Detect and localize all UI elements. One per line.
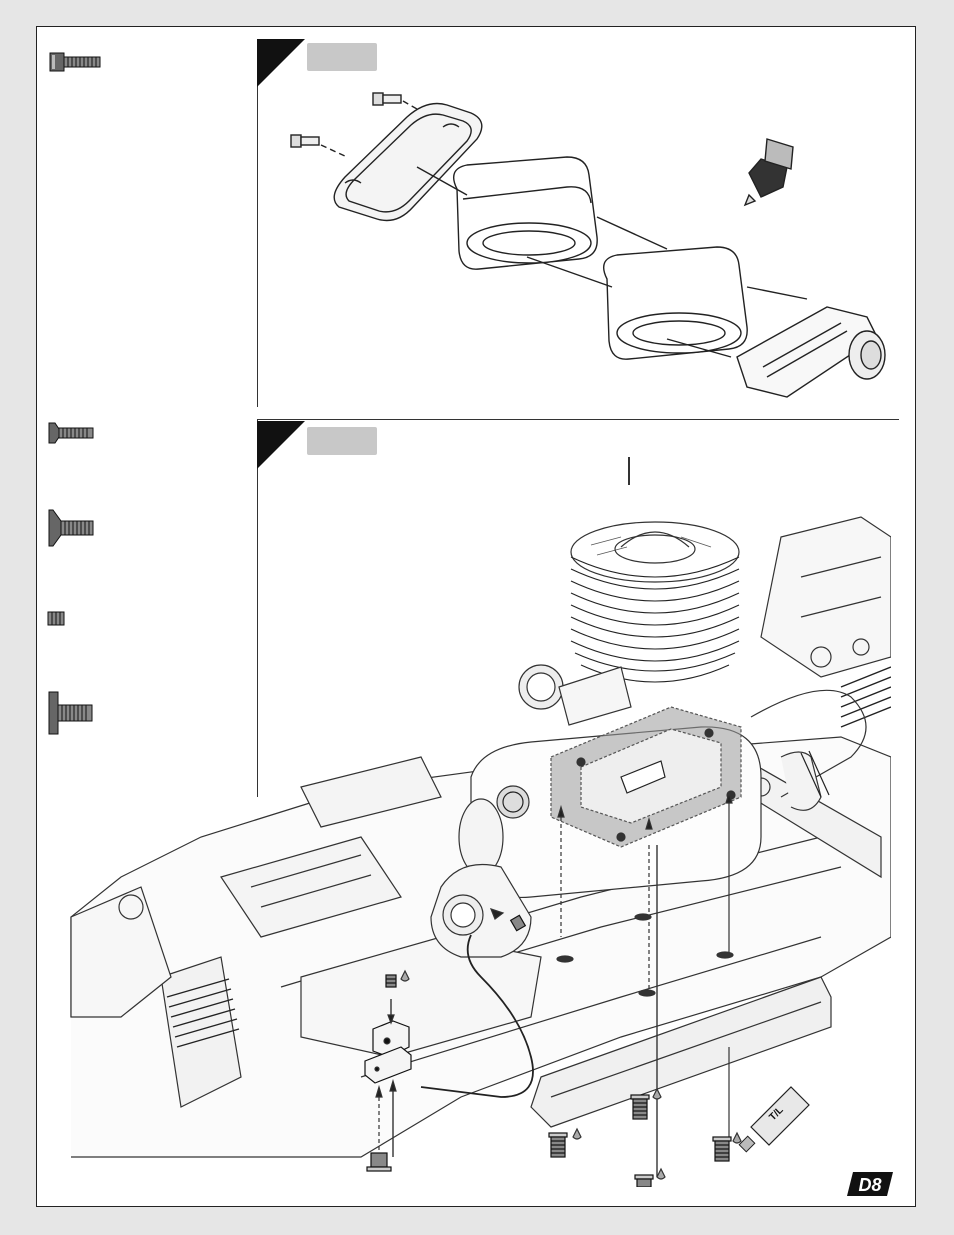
column-divider-bottom (257, 419, 258, 797)
step-divider (257, 419, 899, 420)
engine-mount-assembly-illustration: T/L (70, 457, 891, 1187)
air-filter-assembly-illustration (290, 92, 886, 398)
screw-under-plate-2-icon (630, 1094, 650, 1120)
flat-head-screw-small-icon (47, 421, 97, 445)
brand-logo: D8 (845, 1170, 895, 1198)
screw-under-plate-4-icon (712, 1136, 732, 1162)
set-screw-icon (47, 611, 67, 627)
step-2-badge (307, 427, 377, 455)
step-1-corner-marker (257, 39, 305, 87)
step-1-badge (307, 43, 377, 71)
column-divider-top (257, 39, 258, 407)
brand-logo-text: D8 (858, 1175, 881, 1195)
screw-under-plate-1-icon (548, 1132, 568, 1158)
screw-upper-icon (372, 92, 402, 106)
step-2-corner-marker (257, 421, 305, 469)
screw-under-block-icon (366, 1152, 392, 1172)
threadlock-tube-icon: T/L (738, 1086, 810, 1153)
glue-bottle-icon (743, 138, 794, 207)
cap-head-screw-icon (49, 51, 103, 73)
screw-under-plate-3-icon (634, 1174, 654, 1187)
manual-page: T/L D8 (36, 26, 916, 1207)
flat-head-screw-large-icon (47, 509, 97, 547)
fitting-block-icon (364, 1020, 412, 1084)
screw-lower-icon (290, 134, 320, 148)
button-head-screw-icon (47, 691, 97, 735)
